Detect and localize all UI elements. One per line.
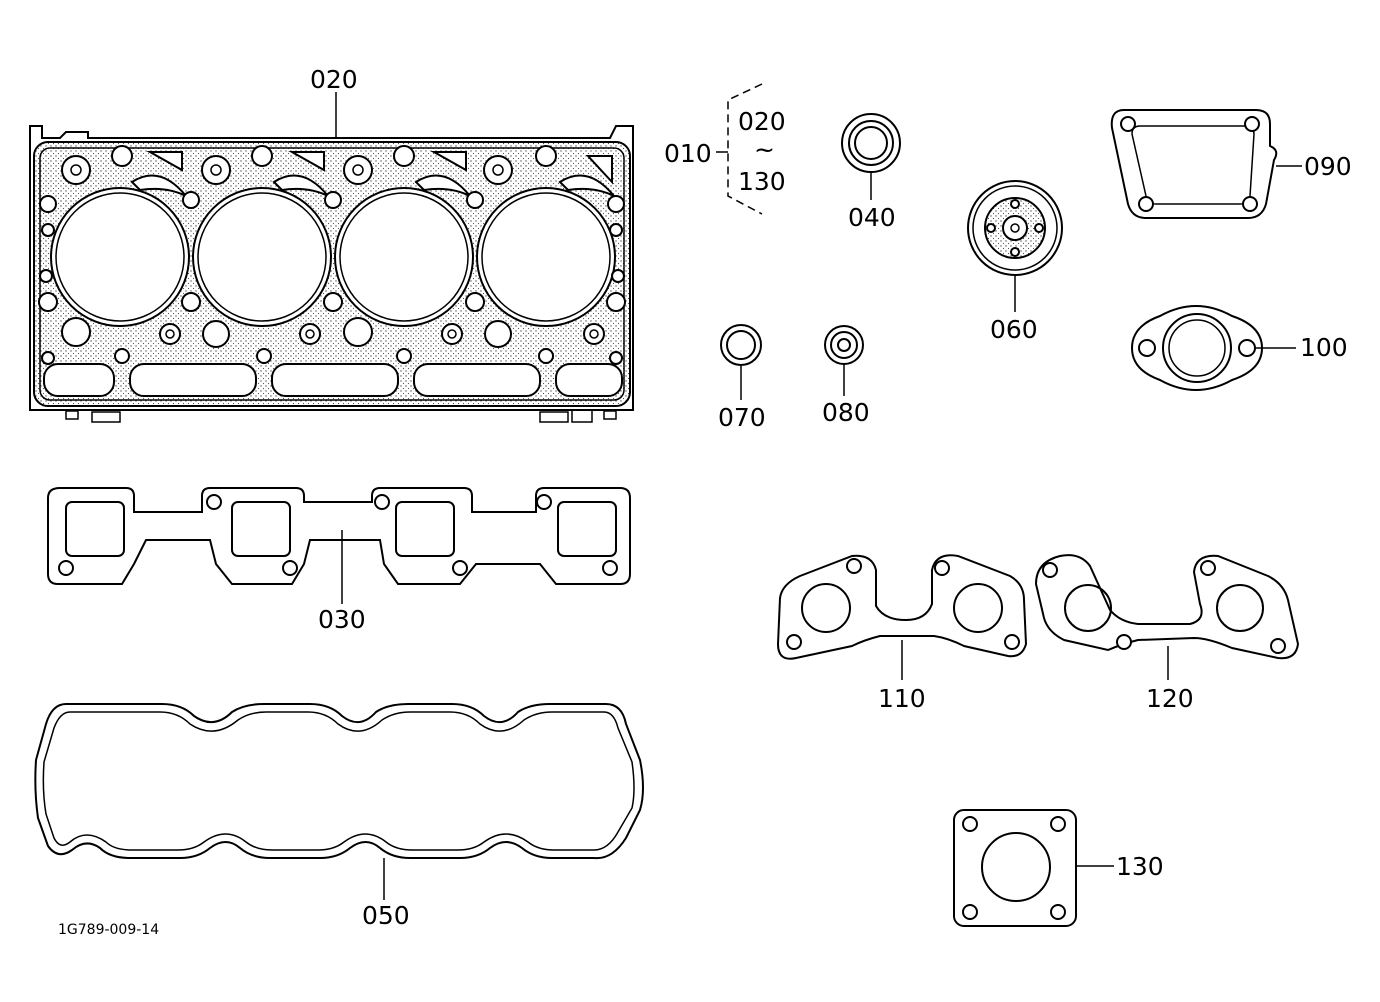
head-gasket-020 [29,92,634,423]
label-130[interactable]: 130 [1116,852,1164,881]
label-010-range-end: 130 [738,167,786,196]
set-bracket-010 [716,83,763,215]
flange-gasket-100 [1130,305,1296,391]
label-030[interactable]: 030 [318,605,366,634]
exhaust-gasket-120 [1034,554,1300,680]
gasket-090 [1110,109,1302,219]
label-060[interactable]: 060 [990,315,1038,344]
label-050[interactable]: 050 [362,901,410,930]
exhaust-gasket-110 [776,554,1028,680]
drawing-reference: 1G789-009-14 [58,922,159,938]
label-120[interactable]: 120 [1146,684,1194,713]
label-020[interactable]: 020 [310,65,358,94]
label-010-range-tilde: ~ [754,135,775,164]
label-080[interactable]: 080 [822,398,870,427]
cover-gasket-050 [34,703,644,900]
square-gasket-130 [953,809,1114,927]
label-070[interactable]: 070 [718,403,766,432]
label-090[interactable]: 090 [1304,152,1352,181]
seal-080 [824,325,864,396]
label-010[interactable]: 010 [664,139,712,168]
label-010-range-start: 020 [738,107,786,136]
o-ring-070 [720,324,762,400]
label-110[interactable]: 110 [878,684,926,713]
pump-gasket-060 [967,180,1063,312]
seal-040 [841,113,901,200]
label-100[interactable]: 100 [1300,333,1348,362]
manifold-gasket-030 [47,487,631,604]
label-040[interactable]: 040 [848,203,896,232]
